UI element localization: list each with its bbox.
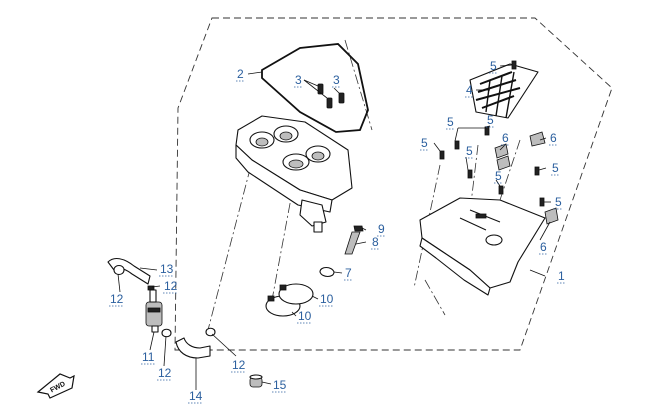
callout-5-left: 5: [421, 136, 428, 150]
callout-5-mid: 5: [466, 144, 473, 158]
alignment-line: [207, 149, 256, 331]
callout-15: 15: [273, 378, 287, 392]
callout-3-right: 3: [333, 73, 340, 87]
callout-5-filter: 5: [490, 59, 497, 73]
air-box-lower-cover: [419, 197, 546, 296]
callout-8: 8: [372, 235, 379, 249]
alignment-line: [499, 139, 521, 201]
drain-tube: [344, 225, 364, 255]
callout-5-center: 5: [495, 169, 502, 183]
screws: [439, 60, 545, 207]
callout-6-right: 6: [550, 131, 557, 145]
hose-clamps: [265, 283, 314, 317]
breather-valve: [145, 289, 163, 333]
assembly-boundary: [174, 17, 613, 351]
hose-clip-upper: [113, 264, 125, 276]
callout-5-right: 5: [552, 161, 559, 175]
rubber-pads: [494, 131, 559, 225]
callout-5-lower-right: 5: [555, 195, 562, 209]
callout-6-bottom: 6: [540, 240, 547, 254]
callout-5-upper-left: 5: [447, 115, 454, 129]
gasket-seal: [261, 43, 369, 133]
callout-11: 11: [142, 350, 155, 364]
callout-14: 14: [189, 389, 203, 403]
hose-clip-small: [319, 266, 335, 278]
air-box-upper-housing: [235, 115, 353, 233]
callout-1: 1: [558, 269, 565, 283]
hose-clips: [147, 285, 216, 338]
callout-3-left: 3: [295, 73, 302, 87]
callout-12-right: 12: [232, 358, 246, 372]
alignment-line: [424, 279, 446, 316]
forward-direction-arrow: FWD: [36, 373, 75, 399]
callout-12-upper: 12: [164, 279, 178, 293]
callout-10-bottom: 10: [298, 309, 312, 323]
breather-hose-lower: [175, 337, 211, 359]
air-filter-element: [469, 63, 539, 119]
alignment-line: [344, 39, 373, 131]
callout-10-top: 10: [320, 292, 334, 306]
callout-12-lower: 12: [158, 366, 172, 380]
callout-5-upper: 5: [487, 113, 494, 127]
callout-4: 4: [466, 83, 473, 97]
alignment-line: [465, 144, 479, 246]
cap: [249, 374, 263, 388]
callout-7: 7: [345, 266, 352, 280]
leader-lines: [117, 64, 551, 390]
callout-6-left: 6: [502, 131, 509, 145]
gasket-bolts: [317, 83, 345, 109]
callout-labels: 1 2 3 3 4 5 5 5 5 5 5 5 5 6 6 6 7 8 9: [109, 59, 565, 404]
callout-12-left: 12: [110, 292, 124, 306]
callout-2: 2: [237, 67, 244, 81]
callout-13: 13: [160, 262, 174, 276]
callout-9: 9: [378, 222, 385, 236]
